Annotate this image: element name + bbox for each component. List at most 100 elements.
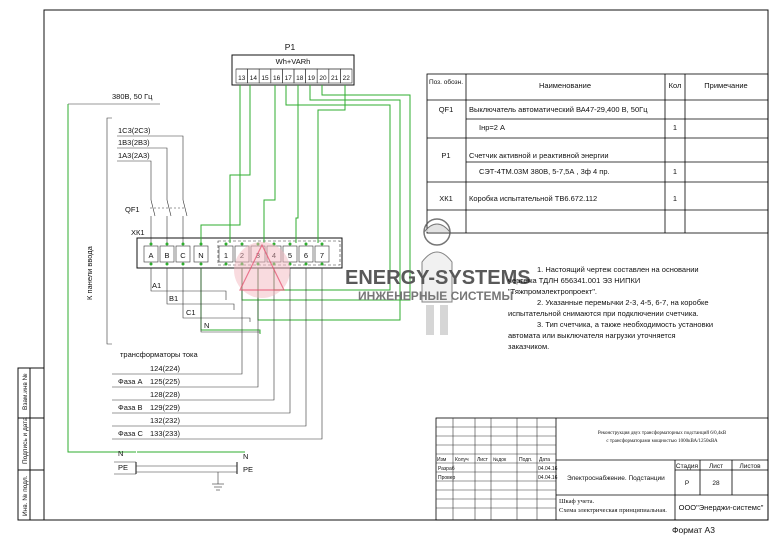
sheets-header: Листов [739, 463, 761, 470]
ct-wire [112, 268, 259, 388]
watermark-subtitle: ИНЖЕНЕРНЫЕ СИСТЕМЫ [358, 289, 513, 303]
spec-row-qty: 1 [673, 123, 677, 132]
watermark: ENERGY-SYSTEMS ИНЖЕНЕРНЫЕ СИСТЕМЫ [234, 218, 531, 335]
test-box-terminal [314, 245, 330, 263]
col-header: Изм [437, 457, 447, 463]
drawing-subtitle: Схема электрическая принципиальная. [559, 507, 667, 514]
terminal-dot [320, 262, 324, 266]
spec-row-pos: ХК1 [439, 194, 453, 203]
wire-n: N [204, 321, 209, 330]
test-box-terminal [175, 245, 191, 263]
test-box-terminal-label: 1 [224, 251, 228, 260]
test-box-terminal-label: 7 [320, 251, 324, 260]
company-name: ООО"Энерджи-системс" [679, 503, 764, 512]
terminal-n: N [243, 452, 248, 461]
test-box-terminal [159, 245, 175, 263]
notes: 1. Настоящий чертеж составлен на основан… [508, 265, 713, 351]
contact-label: 1В3(2В3) [118, 138, 150, 147]
spec-row-name: Счетчик активной и реактивной энергии [469, 151, 609, 160]
spec-header-pos: Поз. обозн. [429, 78, 463, 86]
spec-row-pos: QF1 [439, 105, 454, 114]
test-box-designation: ХК1 [131, 228, 145, 237]
supply-label: 380В, 50 Гц [112, 92, 153, 101]
sheet-header: Лист [709, 463, 723, 470]
ct-wire [112, 268, 291, 414]
role-developer: Разраб [438, 466, 455, 472]
ct-wire-label: 125(225) [150, 377, 181, 386]
test-box-terminal [193, 245, 209, 263]
contact-label: 1А3(2А3) [118, 151, 150, 160]
drawing-title: Шкаф учета. [559, 498, 595, 505]
test-box-terminal [218, 245, 234, 263]
terminal-dot [149, 242, 153, 246]
terminal-dot [199, 262, 203, 266]
note-line: автомата или выключателя нагрузки уточня… [508, 331, 676, 340]
ct-wire [112, 268, 243, 375]
ct-wire [112, 268, 323, 440]
title-block: Изм Колуч Лист №док Подп. Дата Разраб 04… [435, 417, 769, 521]
test-box-terminal-label: N [198, 251, 203, 260]
drawing-frame [43, 9, 769, 521]
test-box-terminal-label: B [164, 251, 169, 260]
terminal-dot [304, 262, 308, 266]
breaker-designation: QF1 [125, 205, 140, 214]
ct-title: трансформаторы тока [120, 350, 198, 359]
spec-table: Поз. обозн. Наименование Кол Примечание … [426, 73, 769, 234]
ct-wire [112, 268, 275, 401]
spark-logo-icon [234, 242, 290, 298]
ct-wire-label: 133(233) [150, 429, 181, 438]
feed-label: К панели ввода [85, 245, 94, 300]
spec-header-qty: Кол [669, 81, 682, 90]
meter-terminal-label: 13 [238, 75, 246, 82]
note-line: 1. Настоящий чертеж составлен на основан… [537, 265, 699, 274]
role-date: 04.04.16 [538, 475, 558, 481]
ct-wire-label: 132(232) [150, 416, 181, 425]
terminal-dot [304, 242, 308, 246]
terminal-dot [181, 262, 185, 266]
green-wiring [67, 85, 411, 453]
side-stamp: Взам.инв № Подпись и дата Инв. № подл. [17, 367, 45, 521]
spec-row-qty: 1 [673, 167, 677, 176]
terminal-dot [224, 242, 228, 246]
meter-terminal-label: 20 [319, 75, 327, 82]
terminal-n: N [118, 449, 123, 458]
terminal-dot [165, 262, 169, 266]
phase-wires: A1 B1 C1 N [150, 268, 260, 333]
col-header: Подп. [519, 457, 532, 463]
test-box-terminal [143, 245, 159, 263]
role-checker: Провер [438, 475, 456, 481]
meter-terminal-label: 18 [296, 75, 304, 82]
terminal-dot [288, 242, 292, 246]
test-box-terminal-label: C [180, 251, 186, 260]
terminal-dot [199, 242, 203, 246]
project-line: с трансформаторами мощностью 1000кВА/125… [606, 439, 718, 444]
spec-row-name: СЭТ-4ТМ.03М 380В, 5-7,5А , 3ф 4 пр. [479, 167, 610, 176]
wire-c1: C1 [186, 308, 196, 317]
terminal-dot [181, 242, 185, 246]
ct-wire-label: 128(228) [150, 390, 181, 399]
ct-wiring: трансформаторы тока 124(224)125(225)128(… [112, 268, 323, 440]
col-header: Колуч [455, 457, 469, 463]
terminal-pe: PE [118, 463, 128, 472]
meter-terminal-label: 15 [261, 75, 269, 82]
sheet-value: 28 [712, 480, 720, 487]
meter-terminal-label: 22 [343, 75, 351, 82]
phase-c-label: Фаза С [118, 429, 143, 438]
test-box-terminal-label: 6 [304, 251, 308, 260]
meter-terminal-label: 19 [308, 75, 316, 82]
section-title: Электроснабжение. Подстанции [567, 474, 665, 482]
breaker-contacts: 1С3(2С3) 1В3(2В3) 1А3(2А3) [117, 126, 184, 200]
col-header: Дата [539, 457, 550, 463]
spec-row-qty: 1 [673, 194, 677, 203]
spec-row-pos: P1 [441, 151, 450, 160]
stamp-inventory: Инв. № подл. [22, 475, 29, 516]
meter-designation: P1 [285, 42, 296, 52]
terminal-dot [240, 242, 244, 246]
stamp-signature: Подпись и дата [22, 417, 29, 464]
ct-wire [112, 268, 307, 427]
test-box-terminal-label: A [148, 251, 153, 260]
engineer-logo-icon [421, 218, 453, 335]
spec-row-name: Коробка испытательной ТВ6.672.112 [469, 194, 597, 203]
note-line: 2. Указанные перемычки 2-3, 4-5, 6-7, на… [537, 298, 709, 307]
meter-terminal-label: 14 [250, 75, 258, 82]
